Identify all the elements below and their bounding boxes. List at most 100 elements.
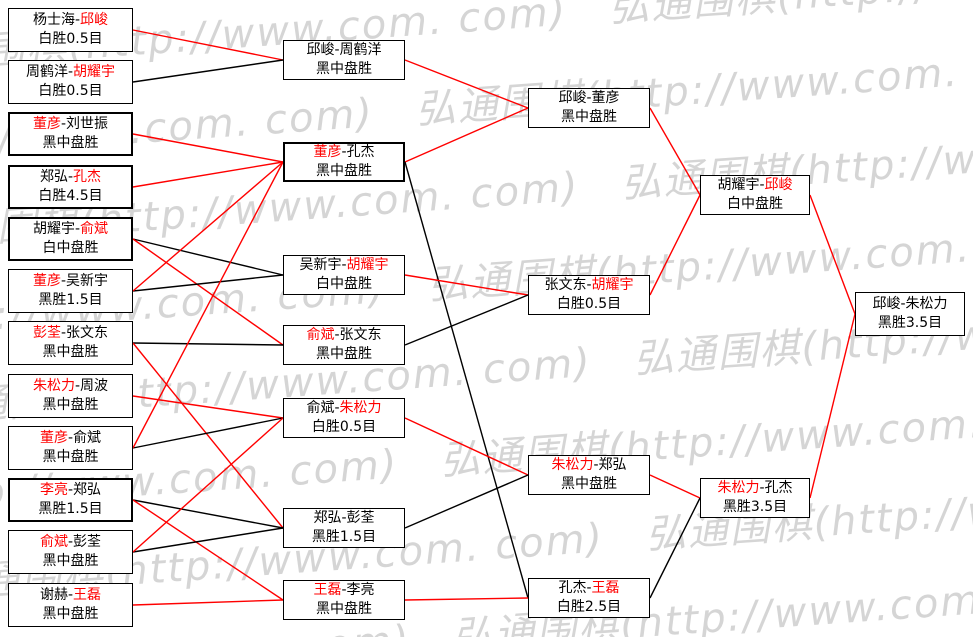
match-title: 董彦-刘世振 — [33, 115, 108, 134]
connector-line — [809, 313, 856, 499]
match-title: 邱峻-周鹤洋 — [306, 41, 381, 60]
match-title-red: 邱峻 — [764, 177, 793, 193]
match-title-red: 王磊 — [73, 587, 102, 603]
connector-line — [649, 194, 701, 296]
connector-line — [132, 161, 284, 449]
match-result: 黑中盘胜 — [316, 601, 372, 617]
match-result: 黑胜3.5目 — [722, 499, 788, 515]
connector-line — [132, 417, 284, 553]
match-title-pre: 吴新宇- — [299, 257, 347, 273]
connector-line — [404, 274, 529, 296]
match-title-post: -张文东 — [334, 327, 382, 343]
match-box: 胡耀宇-俞斌 白中盘胜 — [8, 217, 133, 261]
match-result: 白中盘胜 — [316, 276, 372, 292]
connector-line — [132, 59, 284, 83]
match-title: 谢赫-王磊 — [40, 586, 101, 605]
match-box: 王磊-李亮 黑中盘胜 — [283, 580, 405, 620]
match-title-red: 胡耀宇 — [73, 64, 116, 80]
match-title-post: -孔杰 — [341, 144, 375, 160]
match-result: 黑中盘胜 — [561, 109, 617, 125]
match-result: 黑中盘胜 — [42, 449, 99, 465]
match-result: 白胜0.5目 — [38, 31, 103, 47]
match-title-pre: 邱峻-董彦 — [558, 90, 620, 106]
match-box: 邱峻-朱松力 黑胜3.5目 — [855, 292, 965, 336]
match-title: 杨士海-邱峻 — [33, 11, 108, 30]
connector-line — [132, 133, 284, 163]
match-title-red: 朱松力 — [339, 400, 382, 416]
match-title-red: 俞斌 — [306, 327, 335, 343]
match-title-pre: 胡耀宇- — [32, 221, 81, 237]
match-result: 白胜0.5目 — [556, 296, 622, 312]
match-title-red: 邱峻 — [80, 12, 109, 28]
match-title: 郑弘-孔杰 — [40, 168, 101, 187]
connector-line — [404, 294, 529, 346]
match-title-red: 胡耀宇 — [591, 277, 634, 293]
match-box: 吴新宇-胡耀宇 白中盘胜 — [283, 255, 405, 295]
match-title: 郑弘-彭荃 — [313, 509, 374, 528]
match-title: 邱峻-朱松力 — [872, 295, 947, 314]
match-title-red: 朱松力 — [32, 378, 75, 394]
match-result: 白中盘胜 — [727, 196, 783, 212]
match-title-pre: 周鹤洋- — [25, 64, 74, 80]
match-box: 董彦-俞斌 黑中盘胜 — [8, 426, 133, 470]
connector-line — [132, 417, 284, 449]
match-title: 胡耀宇-俞斌 — [33, 220, 108, 239]
match-title: 邱峻-董彦 — [558, 89, 619, 108]
match-title: 彭荃-张文东 — [33, 324, 108, 343]
connector-line — [132, 599, 284, 606]
match-title-red: 朱松力 — [551, 457, 594, 473]
match-title: 周鹤洋-胡耀宇 — [26, 63, 115, 82]
match-result: 黑中盘胜 — [42, 135, 99, 151]
match-result: 黑中盘胜 — [316, 61, 372, 77]
match-result: 黑中盘胜 — [42, 397, 99, 413]
match-title-pre: 邱峻-朱松力 — [872, 296, 948, 312]
match-result: 白胜0.5目 — [311, 419, 377, 435]
match-title-post: -吴新宇 — [60, 273, 109, 289]
connector-line — [404, 107, 529, 163]
match-box: 郑弘-彭荃 黑胜1.5目 — [283, 508, 405, 548]
match-title-post: -刘世振 — [60, 116, 109, 132]
match-title-red: 孔杰 — [73, 169, 102, 185]
match-box: 郑弘-孔杰 白胜4.5目 — [8, 165, 133, 209]
connector-line — [132, 499, 284, 601]
match-title-pre: 谢赫- — [39, 587, 74, 603]
match-title: 孔杰-王磊 — [558, 579, 619, 598]
connector-line — [132, 342, 284, 529]
connector-line — [649, 107, 701, 196]
match-box: 董彦-吴新宇 黑胜1.5目 — [8, 269, 133, 313]
match-title: 朱松力-周波 — [33, 377, 108, 396]
match-box: 张文东-胡耀宇 白胜0.5目 — [528, 275, 650, 315]
connector-line — [404, 161, 529, 599]
match-title-pre: 郑弘- — [39, 169, 74, 185]
match-title-pre: 邱峻-周鹤洋 — [306, 42, 382, 58]
match-title-post: -彭荃 — [67, 534, 102, 550]
match-title-post: -周波 — [74, 378, 109, 394]
match-box: 彭荃-张文东 黑中盘胜 — [8, 321, 133, 365]
match-title-post: -郑弘 — [593, 457, 627, 473]
match-title-pre: 郑弘-彭荃 — [313, 510, 375, 526]
match-box: 俞斌-朱松力 白胜0.5目 — [283, 398, 405, 438]
match-title-pre: 胡耀宇- — [717, 177, 765, 193]
connector-line — [132, 527, 284, 553]
connector-line — [809, 194, 856, 315]
match-box: 胡耀宇-邱峻 白中盘胜 — [700, 175, 810, 215]
match-title-post: -张文东 — [60, 325, 109, 341]
connector-line — [404, 597, 529, 601]
match-title-red: 董彦 — [39, 430, 68, 446]
match-result: 黑中盘胜 — [42, 606, 99, 622]
match-title: 董彦-俞斌 — [40, 429, 101, 448]
match-title-red: 王磊 — [313, 582, 342, 598]
match-result: 黑胜1.5目 — [38, 292, 103, 308]
match-result: 黑中盘胜 — [42, 553, 99, 569]
connector-line — [404, 59, 529, 109]
connector-line — [404, 417, 529, 476]
match-title-red: 彭荃 — [32, 325, 61, 341]
match-box: 朱松力-郑弘 黑中盘胜 — [528, 455, 650, 495]
match-box: 周鹤洋-胡耀宇 白胜0.5目 — [8, 60, 133, 104]
match-box: 孔杰-王磊 白胜2.5目 — [528, 578, 650, 618]
match-title: 朱松力-孔杰 — [717, 479, 792, 498]
connector-line — [132, 29, 284, 61]
match-result: 黑中盘胜 — [316, 346, 372, 362]
match-box: 杨士海-邱峻 白胜0.5目 — [8, 8, 133, 52]
connector-line — [132, 161, 284, 188]
